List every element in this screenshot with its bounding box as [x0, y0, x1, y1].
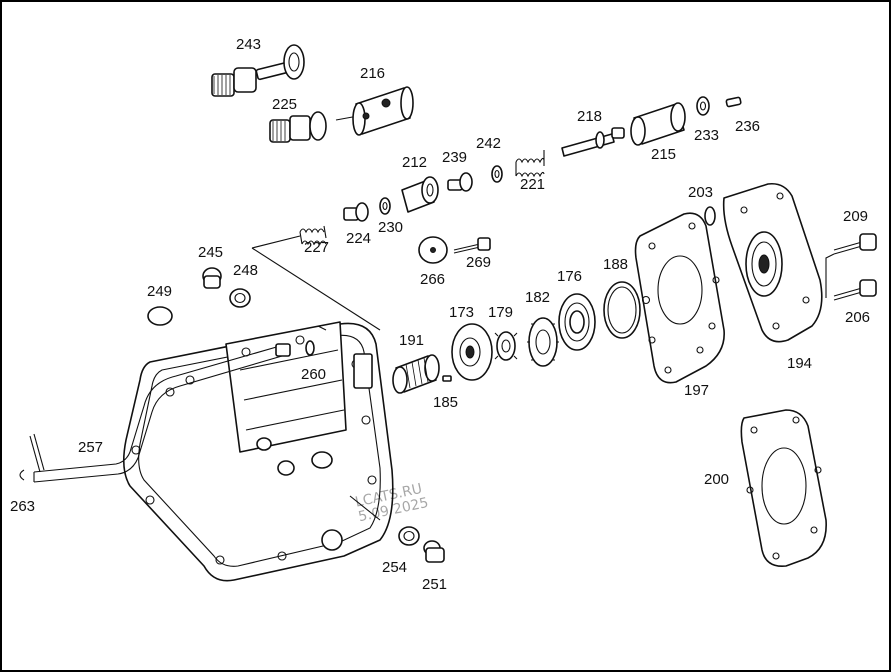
part-225-valve — [269, 111, 327, 143]
part-209-bolt — [833, 233, 877, 255]
part-191-bearing — [392, 354, 440, 394]
part-221-spring — [515, 150, 545, 178]
part-243-valve — [211, 44, 305, 97]
label-227: 227 — [304, 239, 330, 256]
part-257-tube — [29, 343, 291, 483]
label-188: 188 — [603, 256, 629, 273]
label-182: 182 — [525, 289, 551, 306]
part-212-sleeve — [401, 176, 439, 213]
part-197-gasket — [634, 212, 725, 384]
label-233: 233 — [694, 127, 720, 144]
leader-bolts — [825, 253, 835, 298]
part-266-disc — [418, 236, 448, 264]
part-203-washer — [704, 206, 716, 226]
label-209: 209 — [843, 208, 869, 225]
part-173-disc — [451, 323, 493, 381]
label-176: 176 — [557, 268, 583, 285]
label-197: 197 — [684, 382, 710, 399]
label-216: 216 — [360, 65, 386, 82]
label-200: 200 — [704, 471, 730, 488]
part-254-ring — [398, 526, 420, 546]
part-227-spring — [299, 225, 327, 246]
label-245: 245 — [198, 244, 224, 261]
part-182-gear — [527, 317, 559, 367]
part-248-ring — [229, 288, 251, 308]
label-230: 230 — [378, 219, 404, 236]
leader-254 — [349, 495, 381, 521]
label-248: 248 — [233, 262, 259, 279]
part-233-washer — [696, 96, 710, 116]
part-216-piston — [335, 86, 414, 136]
part-206-bolt — [833, 279, 877, 301]
part-185-pin — [442, 375, 452, 382]
label-185: 185 — [433, 394, 459, 411]
label-206: 206 — [845, 309, 871, 326]
label-215: 215 — [651, 146, 677, 163]
part-215-sleeve — [630, 102, 686, 146]
part-251-plug — [423, 540, 445, 563]
label-225: 225 — [272, 96, 298, 113]
label-224: 224 — [346, 230, 372, 247]
label-212: 212 — [402, 154, 428, 171]
part-249-cap — [147, 306, 173, 326]
label-260: 260 — [301, 366, 327, 383]
label-263: 263 — [10, 498, 36, 515]
label-239: 239 — [442, 149, 468, 166]
label-191: 191 — [399, 332, 425, 349]
part-263-clip — [19, 469, 25, 481]
part-176-bearing — [558, 293, 596, 351]
leader-227 — [251, 235, 301, 249]
label-221: 221 — [520, 176, 546, 193]
part-200-gasket — [740, 409, 827, 567]
part-194-cover — [722, 182, 823, 343]
label-194: 194 — [787, 355, 813, 372]
part-218-rod — [561, 127, 625, 157]
label-266: 266 — [420, 271, 446, 288]
part-236-pin — [725, 96, 742, 108]
label-249: 249 — [147, 283, 173, 300]
part-188-ring — [603, 281, 641, 339]
leader-260 — [317, 325, 327, 331]
label-179: 179 — [488, 304, 514, 321]
part-242-washer — [491, 165, 503, 183]
label-257: 257 — [78, 439, 104, 456]
part-224-plug — [343, 202, 369, 222]
label-269: 269 — [466, 254, 492, 271]
label-243: 243 — [236, 36, 262, 53]
part-269-bolt — [453, 237, 491, 254]
label-242: 242 — [476, 135, 502, 152]
label-218: 218 — [577, 108, 603, 125]
part-230-washer — [379, 197, 391, 215]
label-173: 173 — [449, 304, 475, 321]
leader-housing — [251, 247, 381, 331]
part-245-plug — [202, 267, 222, 289]
label-254: 254 — [382, 559, 408, 576]
part-179-gear — [494, 331, 518, 361]
label-251: 251 — [422, 576, 448, 593]
label-236: 236 — [735, 118, 761, 135]
transmission-housing — [122, 321, 394, 582]
label-203: 203 — [688, 184, 714, 201]
part-239-plug — [447, 172, 473, 192]
